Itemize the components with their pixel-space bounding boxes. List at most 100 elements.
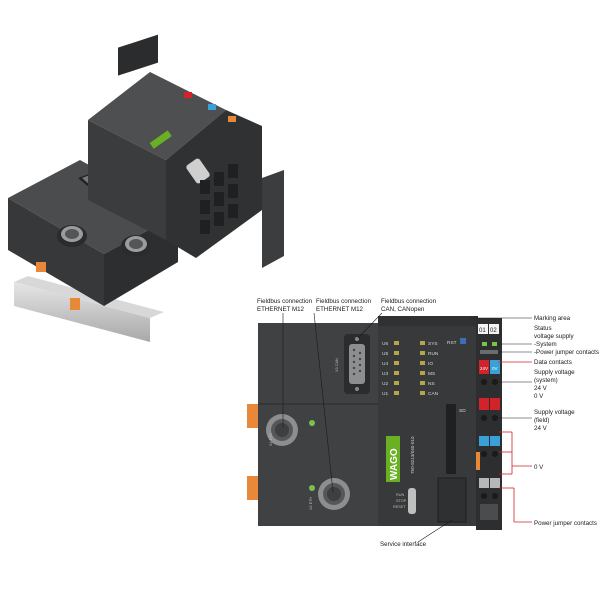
callout-supply-field-line2: (field)	[534, 417, 549, 424]
callout-supply-system-line4: 0 V	[534, 393, 544, 400]
photo-end-plate	[262, 170, 284, 268]
led-label-u4: U4	[382, 361, 388, 367]
switch-label-stop: STOP	[396, 499, 407, 503]
sd-card-slot	[446, 404, 456, 474]
m12-port-x1: X1 ETH	[266, 414, 298, 446]
slot-number-02: 02	[490, 328, 497, 334]
model-number: 750-8213/040-010	[410, 436, 415, 474]
photo-orange-clip-2	[70, 298, 80, 310]
service-interface-door	[437, 477, 467, 523]
callout-supply-field-line1: Supply voltage	[534, 409, 575, 416]
callout-supply-system-line1: Supply voltage	[534, 369, 575, 376]
terminal-24v-system	[479, 360, 489, 374]
switch-label-run: RUN	[396, 493, 404, 497]
led-row: U4 IO	[382, 361, 433, 367]
status-led-power-jumper	[492, 342, 497, 346]
photo-orange-clip-1	[36, 262, 46, 272]
led-row: U5 RUN	[382, 351, 439, 357]
x2-port-label: X2 ETH	[309, 496, 313, 510]
led-label-can: CAN	[428, 391, 439, 397]
callout-fieldbus-can: Fieldbus connection CAN, CANopen	[381, 298, 437, 313]
front-marking-strip	[378, 316, 478, 326]
led-label-u3: U3	[382, 371, 388, 377]
callout-supply-field-line3: 24 V	[534, 425, 548, 432]
callout-lines-red	[498, 361, 532, 523]
terminal-pe-b	[490, 478, 500, 488]
terminal-bottom-release	[480, 504, 498, 520]
callout-status-line3: -System	[534, 341, 557, 348]
controller-front	[88, 120, 166, 240]
callout-status-line4: -Power jumper contacts	[534, 349, 599, 356]
led-panel: U6 SYS U5 RUN U4 IO U3 MS	[382, 341, 439, 397]
callout-eth2-line2: ETHERNET M12	[316, 306, 364, 313]
callout-service-interface: Service interface	[380, 541, 427, 548]
callout-data-contacts: Data contacts	[534, 359, 572, 366]
photo-orange-terminal	[228, 116, 236, 122]
photo-vent-grid	[200, 164, 238, 234]
callout-status-supply: Status voltage supply -System -Power jum…	[534, 325, 599, 356]
base-module-side	[104, 214, 178, 306]
led-label-run: RUN	[428, 351, 439, 357]
slot-number-01: 01	[479, 328, 486, 334]
photo-m12-port-2	[121, 235, 151, 257]
run-stop-reset-switch: RUN STOP RESET	[393, 488, 416, 514]
m12-port-x2: X2 ETH	[309, 478, 350, 510]
callout-fieldbus-eth-2: Fieldbus connection ETHERNET M12	[316, 298, 372, 313]
photo-m12-port-1	[57, 225, 87, 247]
led-label-io: IO	[428, 361, 433, 367]
callout-zero-v: 0 V	[534, 464, 544, 471]
led-label-u1: U1	[382, 391, 388, 397]
photo-red-terminal	[184, 92, 192, 98]
callout-can-line2: CAN, CANopen	[381, 306, 425, 313]
led-row: U3 MS	[382, 371, 435, 377]
photo-wago-logo	[149, 130, 172, 149]
led-label-ms: MS	[428, 371, 435, 377]
led-label-u5: U5	[382, 351, 388, 357]
callout-supply-field: Supply voltage (field) 24 V	[534, 409, 575, 432]
callout-power-jumper: Power jumper contacts	[534, 520, 597, 527]
callout-fieldbus-eth-1: Fieldbus connection ETHERNET M12	[257, 298, 313, 313]
terminal-mark-24v: 24V	[480, 366, 488, 371]
terminal-24v-field-b	[490, 398, 500, 410]
terminal-mark-0v: 0V	[492, 366, 498, 371]
rst-button	[460, 338, 466, 344]
status-led-system	[482, 342, 487, 346]
led-label-sys: SYS	[428, 341, 438, 347]
led-label-u6: U6	[382, 341, 388, 347]
dsub-port-x3: X3 CAN	[335, 334, 370, 394]
callout-eth1-line2: ETHERNET M12	[257, 306, 305, 313]
terminal-orange-bridge	[476, 452, 480, 470]
sd-label: SD	[459, 408, 466, 414]
front-orange-clip-lower	[247, 476, 258, 500]
wago-logo: WAGO	[386, 436, 400, 482]
product-photo	[8, 34, 284, 342]
front-orange-clip-upper	[247, 404, 258, 428]
callout-status-line2: voltage supply	[534, 333, 574, 340]
terminal-0v-system	[490, 360, 500, 374]
x1-status-led	[309, 420, 315, 426]
base-module-front	[8, 198, 104, 306]
led-row: U6 SYS	[382, 341, 438, 347]
terminal-pe-a	[479, 478, 489, 488]
terminal-24v-field-a	[479, 398, 489, 410]
din-rail	[14, 282, 150, 342]
base-module-top	[8, 160, 178, 254]
wago-logo-text: WAGO	[389, 448, 400, 480]
rst-label: RST	[447, 340, 457, 346]
x2-status-led	[309, 485, 315, 491]
callout-supply-system-line3: 24 V	[534, 385, 548, 392]
callout-eth2-line1: Fieldbus connection	[316, 298, 372, 305]
data-contacts-strip	[480, 350, 498, 354]
x1-port-label: X1 ETH	[269, 432, 273, 446]
led-label-ns: NS	[428, 381, 435, 387]
led-row: U1 CAN	[382, 391, 439, 397]
photo-blue-terminal	[208, 104, 216, 110]
photo-run-switch	[186, 158, 210, 184]
callout-supply-system-line2: (system)	[534, 377, 558, 384]
led-label-u2: U2	[382, 381, 388, 387]
callout-status-line1: Status	[534, 325, 552, 332]
terminal-0v-field-b	[490, 436, 500, 446]
terminal-0v-field-a	[479, 436, 489, 446]
led-row: U2 NS	[382, 381, 435, 387]
